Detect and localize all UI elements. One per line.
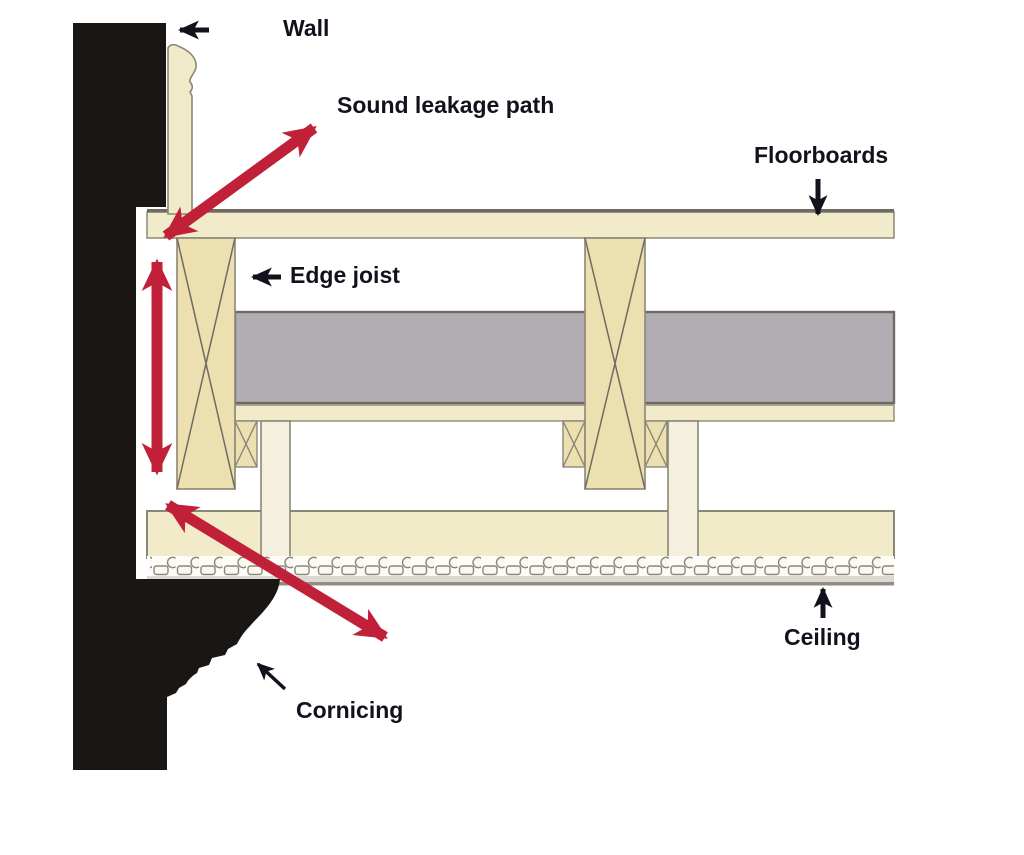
floorboards-label: Floorboards: [754, 142, 889, 168]
cornicing-pointer-arrow: [256, 662, 287, 691]
label-pointer-arrows: [177, 20, 833, 691]
sound-path-arrow-upper: [162, 123, 318, 241]
fillet-blocks: [234, 420, 668, 468]
skirting-board: [167, 43, 197, 215]
ceiling-label: Ceiling: [784, 624, 861, 650]
sound-path-arrows: [141, 123, 388, 642]
pugging-layer: [233, 310, 896, 405]
wall-label: Wall: [283, 15, 330, 41]
sound-path-arrow-lower: [165, 500, 388, 642]
cornicing-label: Cornicing: [296, 697, 404, 723]
edge-joist: [176, 237, 236, 490]
intermediate-joist: [584, 237, 646, 490]
sound-leakage-path-label: Sound leakage path: [337, 92, 555, 118]
deafening-board-strip: [234, 404, 895, 422]
edge-joist-label: Edge joist: [290, 262, 400, 288]
floorboards-layer: [146, 209, 895, 239]
